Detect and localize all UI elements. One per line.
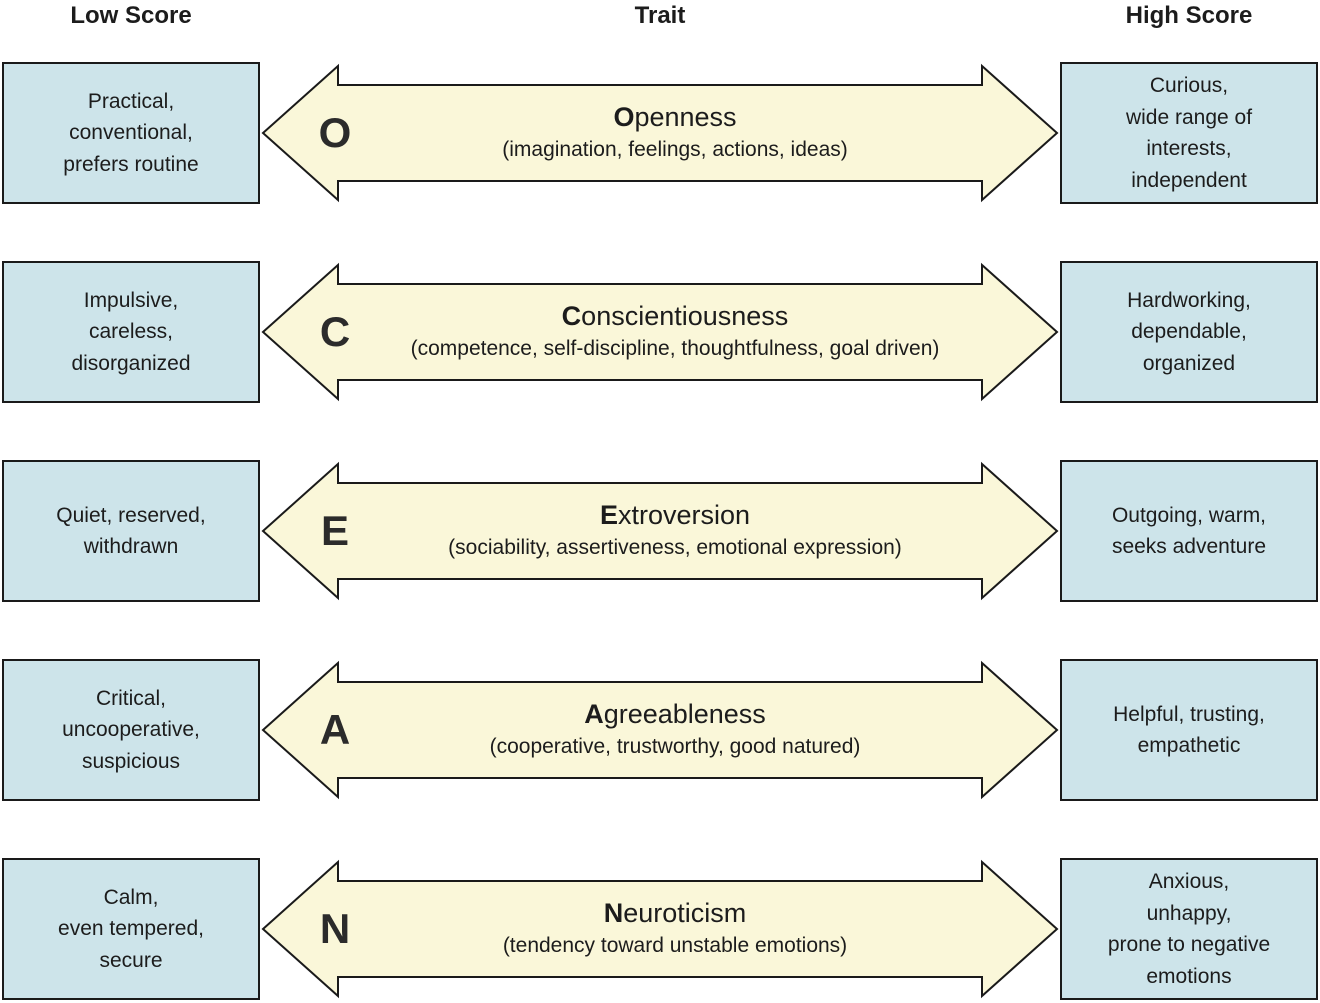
trait-label-block: Agreeableness (cooperative, trustworthy,… [320, 698, 1030, 762]
low-score-box: Quiet, reserved, withdrawn [2, 460, 260, 602]
high-score-box: Curious, wide range of interests, indepe… [1060, 62, 1318, 204]
trait-initial: O [613, 101, 635, 132]
double-arrow-shape [261, 461, 1059, 601]
high-score-text: Curious, wide range of interests, indepe… [1125, 74, 1253, 192]
trait-label-block: Neuroticism (tendency toward unstable em… [320, 897, 1030, 961]
low-score-box: Practical, conventional, prefers routine [2, 62, 260, 204]
high-score-text: Anxious, unhappy, prone to negative emot… [1107, 870, 1271, 988]
trait-letter: N [319, 905, 351, 952]
trait-arrow: N Neuroticism (tendency toward unstable … [260, 858, 1060, 1000]
high-score-header: High Score [1125, 2, 1253, 29]
trait-letter: A [319, 706, 351, 753]
low-score-box: Critical, uncooperative, suspicious [2, 659, 260, 801]
trait-facets: (cooperative, trustworthy, good natured) [489, 734, 861, 758]
column-headers: Low Score Trait High Score [0, 0, 1320, 62]
trait-arrow: A Agreeableness (cooperative, trustworth… [260, 659, 1060, 801]
low-score-header: Low Score [70, 2, 192, 29]
trait-initial: N [603, 897, 624, 928]
trait-name-rest: xtroversion [617, 499, 751, 530]
low-score-text: Impulsive, careless, disorganized [71, 288, 191, 375]
trait-name-rest: penness [634, 101, 737, 132]
trait-name: Agreeableness [320, 698, 1030, 732]
trait-initial: C [561, 300, 582, 331]
trait-name: Conscientiousness [320, 300, 1030, 334]
double-arrow-shape [261, 660, 1059, 800]
trait-letter: E [320, 507, 349, 554]
trait-facets: (tendency toward unstable emotions) [502, 933, 848, 957]
trait-row-neuroticism: Calm, even tempered, secure N Neuroticis… [0, 858, 1320, 1000]
low-score-box: Calm, even tempered, secure [2, 858, 260, 1000]
low-score-text: Calm, even tempered, secure [58, 885, 204, 972]
low-score-text: Practical, conventional, prefers routine [63, 89, 199, 176]
trait-label-block: Conscientiousness (competence, self-disc… [320, 300, 1030, 364]
double-arrow-shape [261, 63, 1059, 203]
trait-name-rest: greeableness [603, 698, 766, 729]
trait-name-rest: euroticism [623, 897, 747, 928]
high-score-box: Anxious, unhappy, prone to negative emot… [1060, 858, 1318, 1000]
low-score-text: Quiet, reserved, withdrawn [56, 503, 206, 559]
trait-label-block: Openness (imagination, feelings, actions… [320, 101, 1030, 165]
trait-arrow: C Conscientiousness (competence, self-di… [260, 261, 1060, 403]
double-arrow-shape [261, 262, 1059, 402]
trait-label-block: Extroversion (sociability, assertiveness… [320, 499, 1030, 563]
trait-row-conscientiousness: Impulsive, careless, disorganized C Cons… [0, 261, 1320, 403]
trait-initial: E [599, 499, 618, 530]
trait-facets: (imagination, feelings, actions, ideas) [502, 137, 848, 161]
trait-header: Trait [634, 2, 686, 29]
trait-facets: (competence, self-discipline, thoughtful… [410, 336, 940, 360]
trait-initial: A [584, 698, 604, 729]
high-score-box: Helpful, trusting, empathetic [1060, 659, 1318, 801]
trait-facets: (sociability, assertiveness, emotional e… [448, 535, 902, 559]
trait-name: Neuroticism [320, 897, 1030, 931]
high-score-box: Hardworking, dependable, organized [1060, 261, 1318, 403]
trait-row-extroversion: Quiet, reserved, withdrawn E Extroversio… [0, 460, 1320, 602]
trait-arrow: O Openness (imagination, feelings, actio… [260, 62, 1060, 204]
trait-row-openness: Practical, conventional, prefers routine… [0, 62, 1320, 204]
high-score-text: Outgoing, warm, seeks adventure [1111, 503, 1267, 559]
trait-name: Openness [320, 101, 1030, 135]
trait-name: Extroversion [320, 499, 1030, 533]
trait-arrow: E Extroversion (sociability, assertivene… [260, 460, 1060, 602]
trait-letter: C [319, 308, 351, 355]
high-score-text: Helpful, trusting, empathetic [1113, 702, 1265, 758]
high-score-text: Hardworking, dependable, organized [1127, 288, 1251, 375]
low-score-text: Critical, uncooperative, suspicious [62, 686, 200, 773]
double-arrow-shape [261, 859, 1059, 999]
trait-letter: O [318, 109, 352, 156]
trait-name-rest: onscientiousness [581, 300, 789, 331]
trait-row-agreeableness: Critical, uncooperative, suspicious A Ag… [0, 659, 1320, 801]
low-score-box: Impulsive, careless, disorganized [2, 261, 260, 403]
high-score-box: Outgoing, warm, seeks adventure [1060, 460, 1318, 602]
